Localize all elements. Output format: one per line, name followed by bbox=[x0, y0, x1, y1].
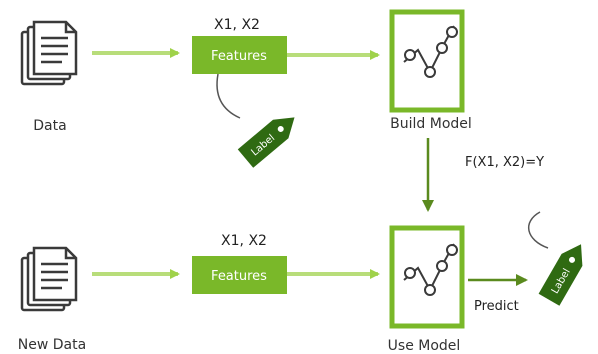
label-tag-top: Label bbox=[216, 73, 295, 168]
build-model-label: Build Model bbox=[390, 116, 472, 132]
label-tag-bottom: Label bbox=[528, 211, 583, 306]
predict-label: Predict bbox=[474, 299, 519, 314]
data-document-icon bbox=[20, 20, 78, 86]
features-top-vars: X1, X2 bbox=[214, 17, 260, 33]
use-model-icon bbox=[389, 225, 465, 329]
function-label: F(X1, X2)=Y bbox=[465, 155, 544, 170]
features-bottom-label: Features bbox=[211, 269, 267, 284]
build-model-icon bbox=[389, 9, 465, 113]
new-data-document-icon bbox=[20, 246, 78, 312]
features-top-label: Features bbox=[211, 49, 267, 64]
use-model-label: Use Model bbox=[388, 338, 461, 354]
features-bottom-vars: X1, X2 bbox=[221, 233, 267, 249]
features-bottom-box bbox=[192, 256, 287, 294]
new-data-label: New Data bbox=[18, 337, 86, 353]
data-label: Data bbox=[33, 118, 66, 134]
features-top-box bbox=[192, 36, 287, 74]
